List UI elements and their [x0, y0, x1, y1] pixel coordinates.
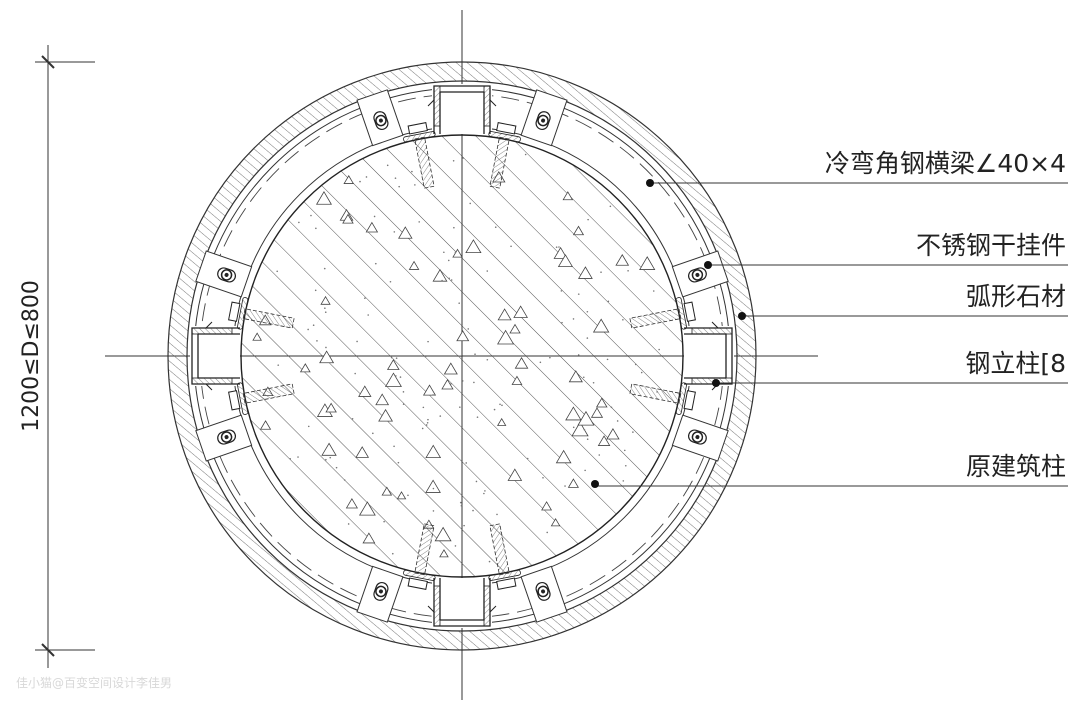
- steel-channel: [403, 84, 521, 189]
- label-existing-column: 原建筑柱: [966, 452, 1066, 481]
- leader-dry-hanger: 不锈钢干挂件: [704, 231, 1068, 269]
- dry-hanger-bracket: [520, 565, 568, 623]
- dry-hanger-bracket: [195, 250, 253, 298]
- leader-existing-column: 原建筑柱: [591, 452, 1068, 488]
- anchor-bolt: [228, 297, 295, 330]
- dimension-line: [35, 45, 95, 668]
- anchor-bolt: [488, 523, 521, 590]
- dry-hanger-bracket: [356, 89, 404, 147]
- bolt-icon: [537, 585, 549, 598]
- bolt-icon: [375, 585, 387, 598]
- dry-hanger-bracket: [195, 414, 253, 462]
- leader-arc-stone: 弧形石材: [738, 282, 1068, 320]
- leader-steel-column: 钢立柱[8: [712, 349, 1068, 387]
- bolt-icon: [691, 269, 704, 281]
- anchor-bolt: [403, 523, 436, 590]
- watermark: 佳小猫@百变空间设计李佳男: [16, 675, 172, 690]
- label-dry-hanger: 不锈钢干挂件: [916, 231, 1066, 260]
- dry-hanger-bracket: [671, 250, 729, 298]
- bolt-icon: [220, 431, 233, 443]
- label-angle-beam: 冷弯角钢横梁∠40×4: [825, 149, 1066, 178]
- dry-hanger-bracket: [520, 89, 568, 147]
- dry-hanger-bracket: [356, 565, 404, 623]
- arc-stone-ring: [167, 61, 757, 651]
- leader-angle-beam: 冷弯角钢横梁∠40×4: [646, 149, 1068, 187]
- anchor-bolt: [629, 297, 696, 330]
- steel-parts: [190, 84, 734, 628]
- concrete-aggregate-marks: [252, 153, 660, 563]
- steel-channel: [403, 523, 521, 628]
- bolt-icon: [375, 114, 387, 127]
- dimension-text: 1200≤D≤800: [19, 280, 44, 432]
- bolt-icon: [220, 269, 233, 281]
- anchor-bolt: [228, 382, 295, 415]
- anchor-bolt: [629, 382, 696, 415]
- label-steel-column: 钢立柱[8: [965, 349, 1066, 378]
- anchor-bolt: [488, 122, 521, 189]
- steel-channel: [190, 297, 295, 415]
- bolt-icon: [537, 114, 549, 127]
- existing-column: [240, 134, 684, 578]
- label-arc-stone: 弧形石材: [966, 282, 1066, 311]
- anchor-bolt: [403, 122, 436, 189]
- bolt-icon: [691, 431, 704, 443]
- dry-hanger-bracket: [671, 414, 729, 462]
